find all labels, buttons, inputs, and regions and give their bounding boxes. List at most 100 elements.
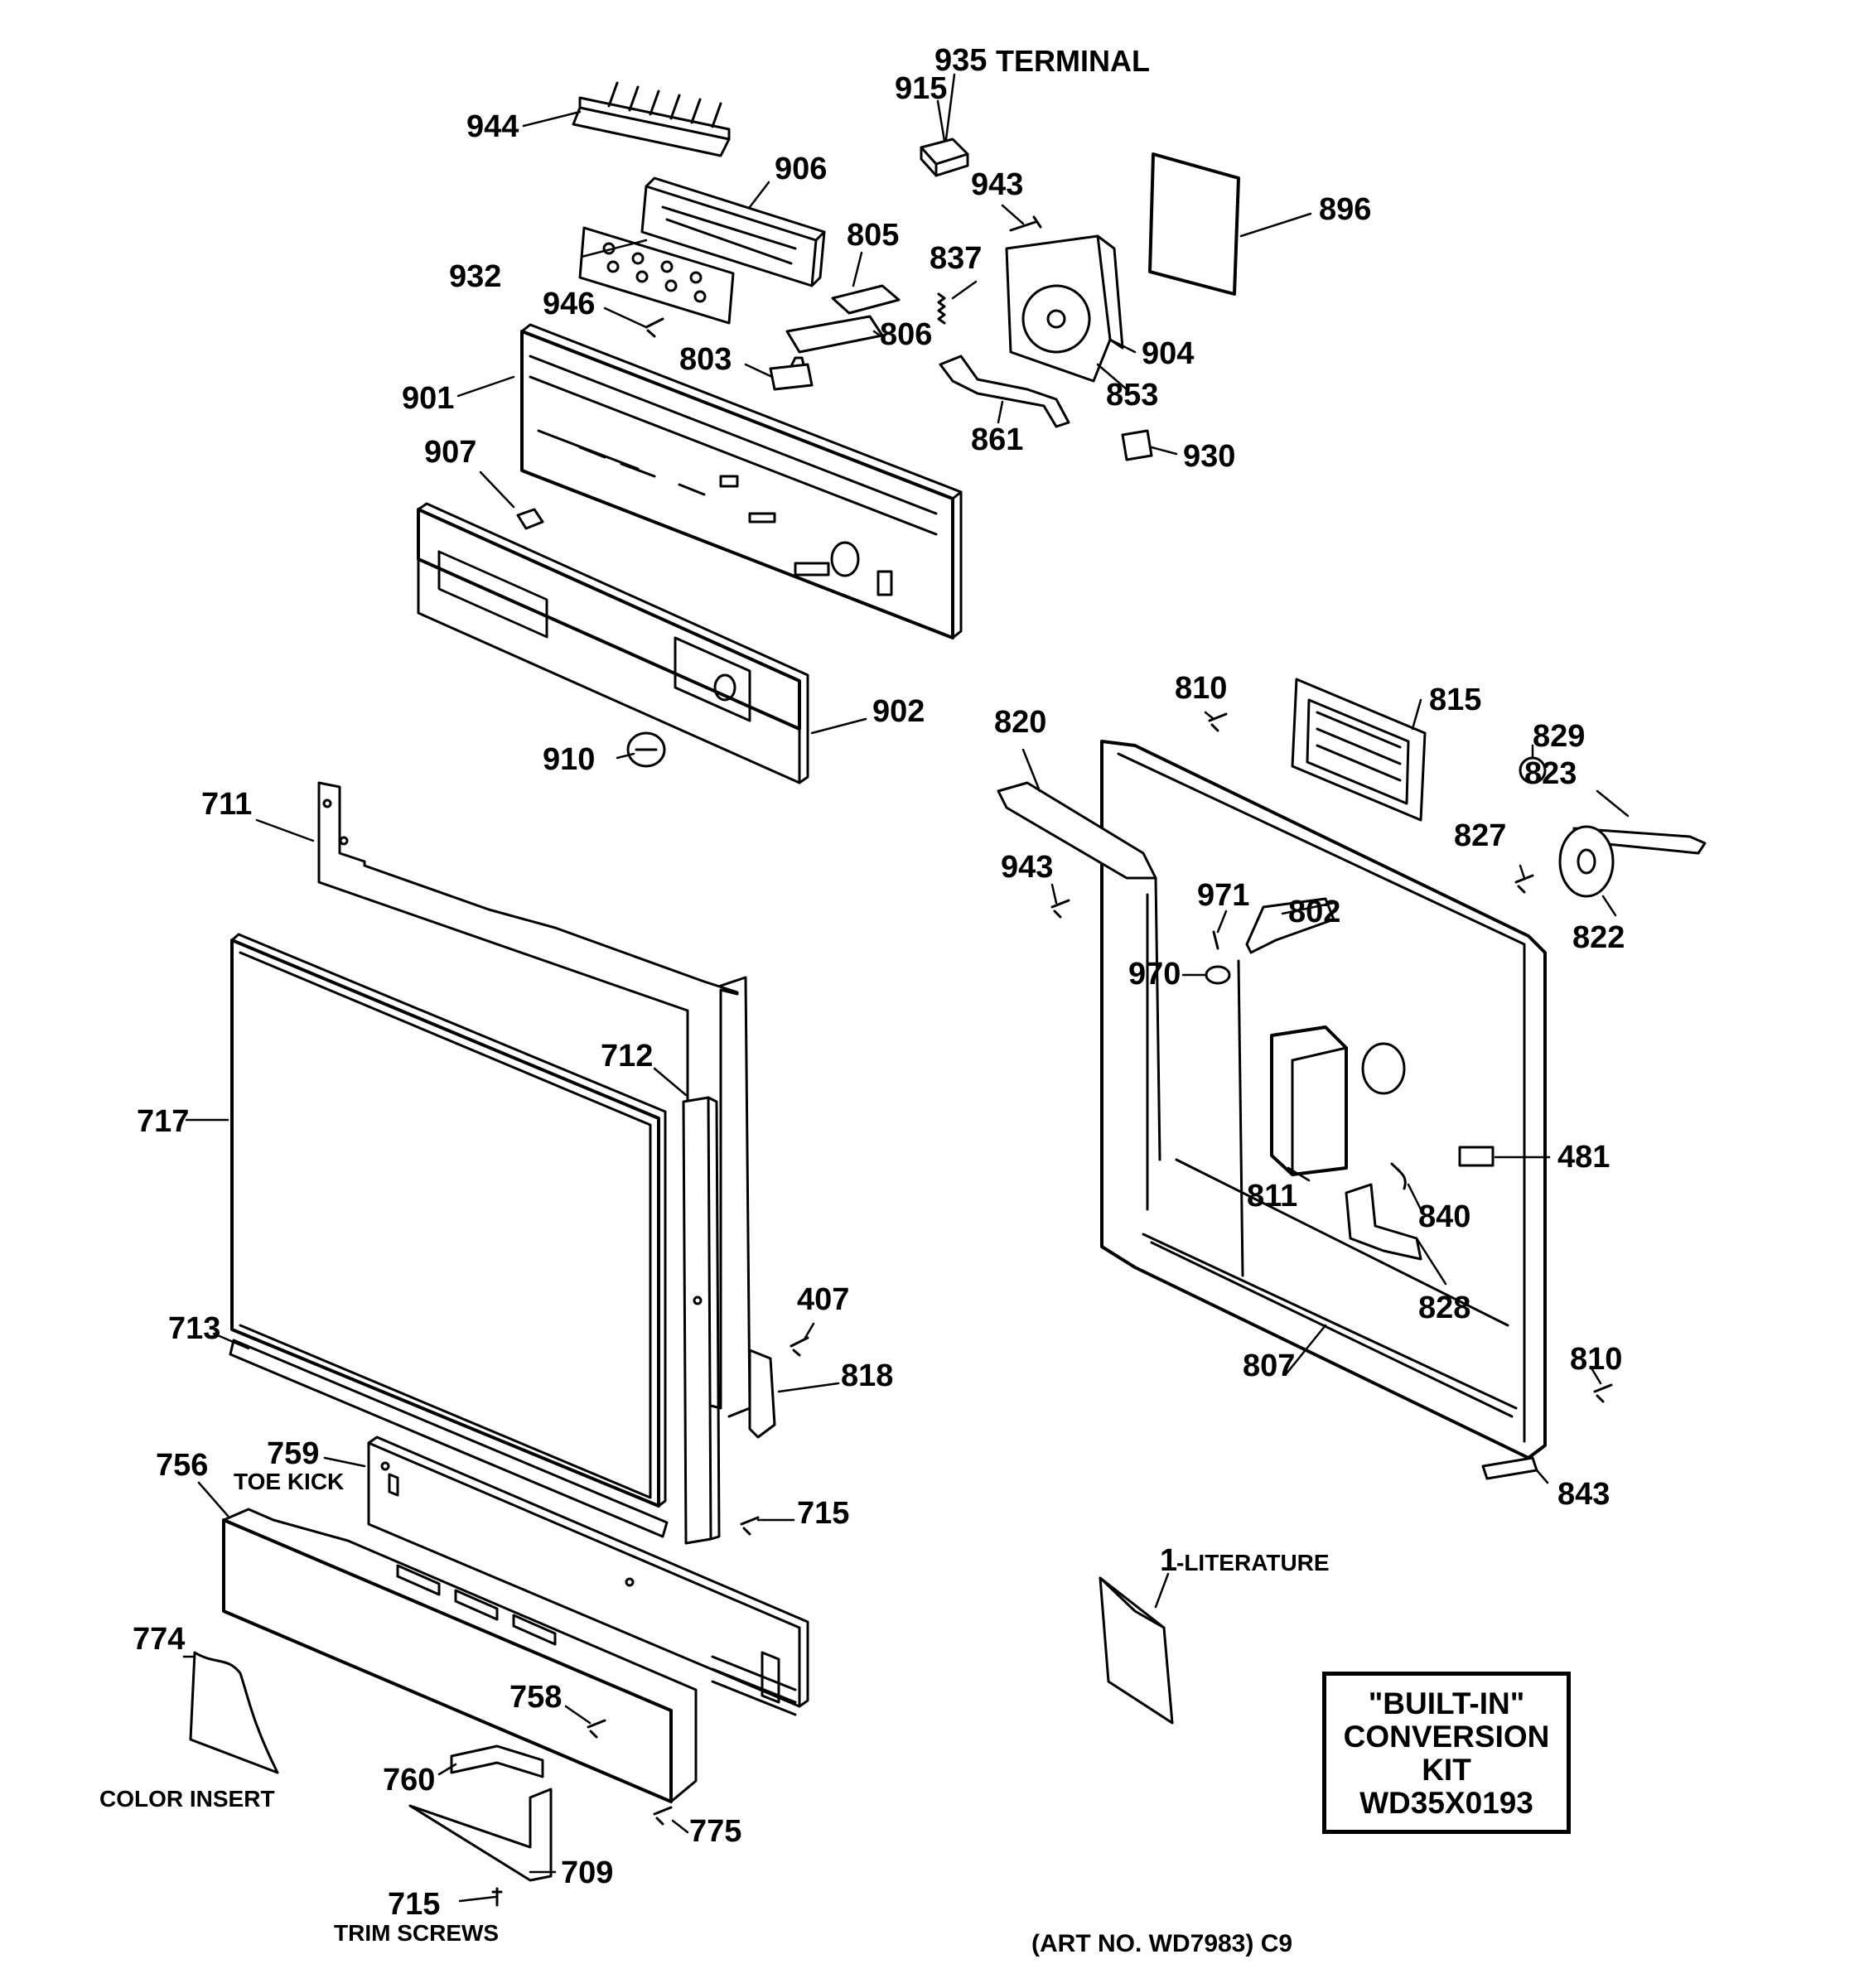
part-910-knob — [626, 731, 666, 768]
callout-774: 774 — [133, 1622, 186, 1657]
part-944-connector-strip — [572, 81, 731, 157]
art-number: (ART NO. WD7983) C9 — [1031, 1930, 1293, 1957]
part-760-bracket — [450, 1744, 544, 1778]
part-837-spring — [937, 292, 946, 325]
part-971-pin — [1212, 930, 1219, 950]
callout-terminal-text: TERMINAL — [996, 44, 1150, 78]
part-818-bracket — [748, 1349, 776, 1439]
callout-806: 806 — [880, 317, 933, 352]
callout-935: 935 — [934, 43, 988, 78]
callout-810: 810 — [1175, 671, 1228, 706]
callout-1: 1 — [1160, 1543, 1178, 1578]
callout-803: 803 — [679, 342, 732, 377]
part-840-spring — [1390, 1162, 1407, 1190]
part-907-button — [516, 508, 544, 530]
part-915-terminal — [920, 138, 969, 177]
callout-915: 915 — [895, 71, 948, 106]
part-943-screw — [1009, 215, 1042, 232]
callout-944: 944 — [466, 109, 519, 144]
callout-840: 840 — [1418, 1199, 1471, 1234]
part-815-vent — [1291, 678, 1427, 822]
callout-861: 861 — [971, 422, 1024, 457]
kit-line-4: WD35X0193 — [1359, 1786, 1533, 1820]
part-810-screw — [1208, 712, 1228, 732]
part-1-literature — [1099, 1576, 1174, 1725]
part-775-screw — [653, 1806, 673, 1826]
callout-946: 946 — [543, 287, 596, 321]
callout-481: 481 — [1557, 1140, 1610, 1175]
callout-904: 904 — [1142, 336, 1195, 371]
callout-711: 711 — [201, 787, 253, 822]
callout-775: 775 — [689, 1814, 742, 1849]
callout-802: 802 — [1288, 895, 1341, 929]
callout-805: 805 — [847, 218, 900, 253]
callout-407: 407 — [797, 1282, 850, 1317]
part-rinse-cap — [1361, 1042, 1406, 1095]
part-803-switch — [769, 356, 814, 391]
part-713-trim-strip — [229, 1339, 669, 1538]
part-843-hinge-clip — [1481, 1456, 1538, 1480]
callout-810-b: 810 — [1570, 1342, 1623, 1377]
part-946-screw — [645, 317, 664, 338]
callout-906: 906 — [775, 152, 828, 186]
part-709-bracket — [408, 1788, 553, 1882]
callout-717: 717 — [137, 1104, 190, 1139]
callout-930: 930 — [1183, 439, 1236, 474]
part-481-label — [1458, 1146, 1495, 1167]
callout-759: 759 — [267, 1436, 320, 1471]
part-717-outer-door — [230, 933, 667, 1508]
part-758-screw — [587, 1719, 606, 1739]
callout-713: 713 — [168, 1311, 221, 1346]
part-901-control-panel — [520, 323, 963, 639]
part-906-switch-housing — [640, 176, 826, 287]
part-756-kick-panel — [222, 1508, 797, 1803]
callout-829: 829 — [1533, 719, 1586, 754]
part-904-timer — [1005, 234, 1124, 383]
callout-902: 902 — [872, 694, 925, 729]
callout-760: 760 — [383, 1763, 436, 1797]
callout-815: 815 — [1429, 683, 1482, 717]
leader-lines — [182, 73, 1630, 1903]
part-805-bracket — [831, 284, 901, 315]
part-802-latch — [1245, 897, 1335, 954]
callout-811: 811 — [1247, 1179, 1298, 1214]
callout-715-b: 715 — [388, 1887, 441, 1922]
part-943-screw-2 — [1050, 899, 1070, 919]
callout-970: 970 — [1128, 957, 1181, 992]
callout-896: 896 — [1319, 192, 1372, 227]
part-715-trim-screw — [491, 1887, 503, 1907]
part-811-detergent-dispenser — [1270, 1025, 1348, 1176]
conversion-kit-box: "BUILT-IN" CONVERSION KIT WD35X0193 — [1322, 1672, 1571, 1834]
callout-807: 807 — [1243, 1349, 1296, 1383]
kit-line-2: CONVERSION — [1343, 1720, 1550, 1754]
callout-828: 828 — [1418, 1291, 1471, 1325]
part-407-screw — [790, 1336, 809, 1357]
callout-758: 758 — [509, 1680, 563, 1715]
part-712-side-trim — [682, 1096, 721, 1545]
part-828-arm — [1345, 1183, 1422, 1261]
part-810-screw-2 — [1593, 1383, 1613, 1403]
callout-818: 818 — [841, 1358, 894, 1393]
callout-907: 907 — [424, 435, 477, 470]
callout-843: 843 — [1557, 1477, 1610, 1512]
callout-943-b: 943 — [1001, 850, 1054, 885]
callout-literature-text: -LITERATURE — [1176, 1550, 1330, 1575]
kit-line-3: KIT — [1422, 1753, 1471, 1787]
callout-709: 709 — [561, 1855, 614, 1890]
part-806-plate — [785, 315, 884, 354]
part-896-label — [1148, 152, 1240, 296]
callout-910: 910 — [543, 742, 596, 777]
part-970-bushing — [1205, 965, 1231, 985]
part-820-latch-handle — [997, 781, 1157, 880]
callout-971: 971 — [1197, 878, 1250, 913]
part-774-color-insert — [189, 1651, 279, 1774]
callout-901: 901 — [402, 381, 455, 416]
callout-837: 837 — [930, 241, 983, 276]
part-715-screw — [740, 1516, 760, 1536]
callout-trim-screws-text: TRIM SCREWS — [334, 1920, 500, 1946]
part-902-escutcheon — [417, 502, 809, 784]
callout-color-insert-text: COLOR INSERT — [99, 1786, 275, 1812]
callout-toe-kick-text: TOE KICK — [234, 1469, 345, 1494]
callout-823: 823 — [1524, 756, 1577, 791]
